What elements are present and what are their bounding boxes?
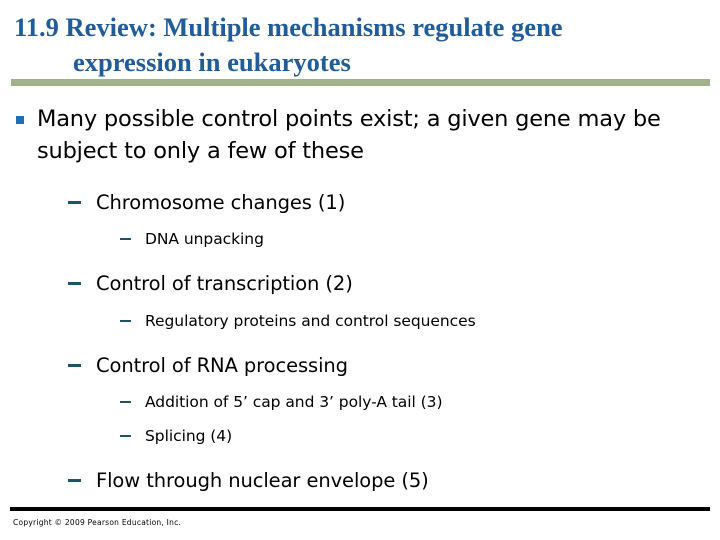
bullet-level2-text: Control of RNA processing bbox=[96, 353, 348, 377]
bullet-level2-item-control-of-rna-processing: Control of RNA processing bbox=[0, 353, 720, 378]
dash-bullet-icon bbox=[120, 435, 131, 438]
bullet-level2-item-control-of-transcription: Control of transcription (2) bbox=[0, 271, 720, 296]
slide-title: 11.9 Review: Multiple mechanisms regulat… bbox=[10, 10, 710, 80]
bullet-level2-text: Control of transcription (2) bbox=[96, 272, 353, 296]
title-divider-rule bbox=[11, 79, 710, 86]
bullet-level3-item-cap-and-tail: Addition of 5’ cap and 3’ poly-A tail (3… bbox=[0, 392, 720, 412]
bullet-level2-item-chromosome-changes: Chromosome changes (1) bbox=[0, 190, 720, 215]
dash-bullet-icon bbox=[68, 282, 81, 286]
slide-title-line-2: expression in eukaryotes bbox=[73, 47, 351, 78]
bullet-level2-text: Chromosome changes (1) bbox=[96, 190, 346, 214]
footer-divider-rule bbox=[10, 507, 710, 511]
copyright-notice: Copyright © 2009 Pearson Education, Inc. bbox=[13, 518, 182, 527]
bullet-level3-text: Splicing (4) bbox=[145, 427, 233, 446]
bullet-level3-text: Regulatory proteins and control sequence… bbox=[145, 311, 476, 330]
bullet-level2-text: Flow through nuclear envelope (5) bbox=[96, 469, 429, 493]
square-bullet-icon bbox=[16, 116, 24, 124]
bullet-level3-item-dna-unpacking: DNA unpacking bbox=[0, 229, 720, 249]
dash-bullet-icon bbox=[120, 401, 131, 404]
dash-bullet-icon bbox=[120, 319, 131, 322]
dash-bullet-icon bbox=[120, 238, 131, 241]
dash-bullet-icon bbox=[68, 363, 81, 367]
bullet-level2-item-flow-through-nuclear-envelope: Flow through nuclear envelope (5) bbox=[0, 468, 720, 493]
dash-bullet-icon bbox=[68, 479, 81, 483]
bullet-level1-item: Many possible control points exist; a gi… bbox=[0, 104, 720, 168]
slide-body: Many possible control points exist; a gi… bbox=[0, 104, 720, 494]
slide-title-line-1: 11.9 Review: Multiple mechanisms regulat… bbox=[14, 12, 563, 42]
bullet-level3-item-splicing: Splicing (4) bbox=[0, 426, 720, 446]
bullet-level3-text: Addition of 5’ cap and 3’ poly-A tail (3… bbox=[145, 393, 443, 412]
bullet-level3-item-regulatory-proteins: Regulatory proteins and control sequence… bbox=[0, 311, 720, 331]
dash-bullet-icon bbox=[68, 200, 81, 204]
bullet-level3-text: DNA unpacking bbox=[145, 230, 264, 249]
bullet-level1-text: Many possible control points exist; a gi… bbox=[37, 106, 661, 164]
